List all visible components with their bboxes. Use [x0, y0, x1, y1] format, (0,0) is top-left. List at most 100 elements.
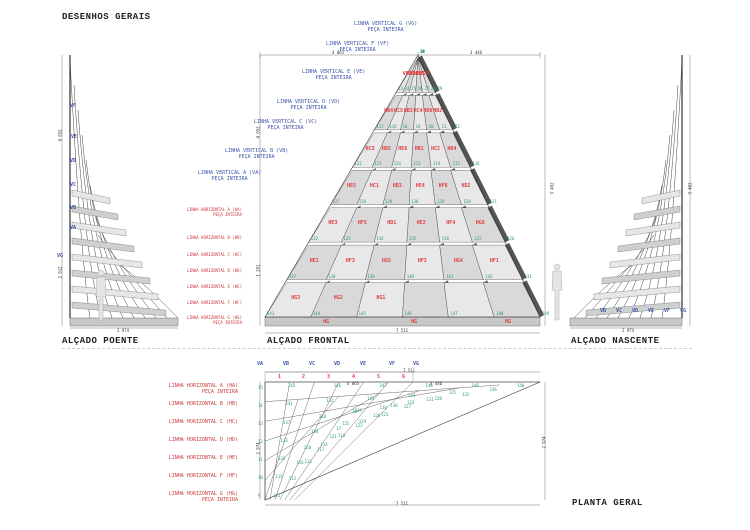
vertical-line-d-sub: PEÇA INTEIRA	[290, 105, 327, 111]
front-cell-label: VA	[402, 70, 409, 77]
plan-vertical-line	[284, 381, 364, 501]
vertical-line-a-sub: PEÇA INTEIRA	[211, 176, 248, 182]
front-cell-label: HE2	[416, 220, 426, 227]
front-node-number: 133	[343, 236, 351, 242]
plan-node-number: 110	[379, 404, 387, 410]
front-cell-label: HF6	[438, 183, 448, 189]
west-rib	[81, 134, 124, 319]
front-fin	[505, 243, 527, 280]
plan-column-5: 5	[377, 374, 381, 380]
front-node-number: 14	[420, 49, 425, 54]
plan-node-number: 124	[407, 400, 415, 406]
front-node-number: 140	[406, 273, 414, 279]
plan-edge-number: 15	[258, 385, 263, 390]
front-node-number: 124	[393, 161, 401, 167]
plan-column-2: 2	[302, 374, 306, 380]
west-rib	[77, 109, 113, 319]
plan-node-number: 112	[288, 475, 296, 481]
plan-tag-vc: VC	[309, 361, 316, 367]
front-node-number: 148	[496, 311, 504, 316]
plan-vertical-line	[269, 381, 290, 501]
west-elevation-drawing	[69, 55, 179, 327]
plan-column-6: 6	[402, 374, 406, 380]
vertical-line-f-title: LINHA VERTICAL F (VF)	[326, 41, 390, 47]
plan-node-number: 116	[296, 460, 304, 466]
plan-horizontal-label-d: LINHA HORIZONTAL D (HD)	[168, 437, 238, 443]
plan-node-number: 120	[303, 444, 311, 450]
plan-outline	[264, 381, 541, 501]
front-node-number: 122	[354, 161, 362, 167]
page-title: DESENHOS GERAIS	[62, 12, 151, 22]
east-panel	[585, 301, 681, 317]
dim-front-height-left: 4 052	[255, 126, 261, 139]
front-cell-label: HB6	[409, 70, 419, 77]
vertical-line-c-title: LINHA VERTICAL C (VC)	[254, 119, 318, 125]
plan-node-number: 122	[355, 422, 363, 428]
front-node-number: 28	[430, 86, 436, 92]
front-node-number: 19	[415, 123, 421, 129]
front-cell-label: HB3	[403, 108, 413, 115]
front-horizontal-g-sub: PEÇA INTEIRA	[213, 320, 242, 325]
west-tag-vc: VC	[70, 182, 77, 188]
plan-tag-vb: VB	[283, 361, 290, 367]
front-node-number: 139	[367, 273, 375, 279]
front-horizontal-a-title: LINHA HORIZONTAL A (HA)	[186, 207, 242, 212]
front-node-number: 18	[402, 123, 408, 129]
west-tag-ve: VE	[71, 134, 78, 140]
plan-column-1: 1	[278, 374, 282, 380]
front-node-number: 116	[472, 161, 480, 167]
dim-west-low: 2 012	[57, 266, 63, 279]
front-cell-label: HD3	[392, 183, 402, 189]
vertical-line-a-title: LINHA VERTICAL A (VA)	[198, 170, 262, 176]
front-fin	[522, 280, 545, 318]
west-panel	[71, 269, 151, 285]
plan-tag-ve: VE	[360, 361, 367, 367]
front-node-number: 138	[328, 273, 336, 279]
vertical-line-c-sub: PEÇA INTEIRA	[267, 125, 304, 131]
front-node-number: 143	[267, 311, 275, 316]
plan-edge-number: 9	[258, 493, 261, 498]
front-cell-label: HD4	[447, 145, 457, 152]
west-tag-va: VA	[70, 225, 77, 231]
west-rib	[93, 209, 157, 319]
plan-node-number: 138	[318, 413, 326, 419]
plan-node-number: 137	[282, 419, 291, 425]
plan-node-number: 141	[285, 401, 293, 407]
front-cell-label: HG4	[453, 257, 463, 264]
plan-node-number: 114	[320, 442, 328, 448]
front-node-number: 146	[404, 311, 412, 316]
front-horizontal-label-c: LINHA HORIZONTAL C (HC)	[186, 252, 242, 257]
front-cell-label: HE1	[309, 257, 319, 264]
front-horizontal-label-e: LINHA HORIZONTAL E (HE)	[186, 284, 242, 289]
plan-tag-va: VA	[257, 361, 264, 367]
front-cell-label: HA	[405, 70, 412, 77]
front-cell-label: HC2	[431, 145, 441, 152]
east-elevation-drawing	[551, 55, 683, 327]
dim-plan-bottom: 7 511	[396, 501, 409, 506]
front-node-number: 25	[411, 86, 417, 92]
west-panel	[71, 237, 135, 253]
front-cell-label: HG2	[333, 295, 343, 302]
plan-node-number: 142	[326, 398, 334, 404]
front-cell-label: HE5	[346, 183, 356, 189]
plan-node-number: 117	[317, 446, 325, 452]
west-panel	[71, 221, 127, 237]
plan-column-3: 3	[327, 374, 331, 380]
front-node-number: 134	[376, 236, 384, 242]
plan-node-number: 118	[337, 432, 346, 438]
vertical-line-d-title: LINHA VERTICAL D (VD)	[277, 99, 341, 105]
plan-horizontal-label-f: LINHA HORIZONTAL F (HF)	[168, 473, 238, 479]
east-tag-vf: VF	[664, 308, 671, 314]
front-cell-label: HG5	[381, 257, 391, 264]
vertical-line-label-e: LINHA VERTICAL E (VE) PEÇA INTEIRA	[302, 69, 365, 81]
plan-horizontal-line	[264, 399, 299, 501]
front-node-number: 125	[474, 236, 482, 242]
plan-horizontal-line	[264, 384, 500, 402]
west-panel	[71, 301, 167, 317]
front-node-number: 129	[384, 198, 393, 204]
front-cell-label: HC6	[419, 70, 429, 77]
front-node-number: 26	[417, 86, 423, 92]
front-cell-label: HE6	[398, 145, 408, 152]
front-node-number: 113	[413, 161, 421, 167]
front-fin	[470, 168, 492, 205]
